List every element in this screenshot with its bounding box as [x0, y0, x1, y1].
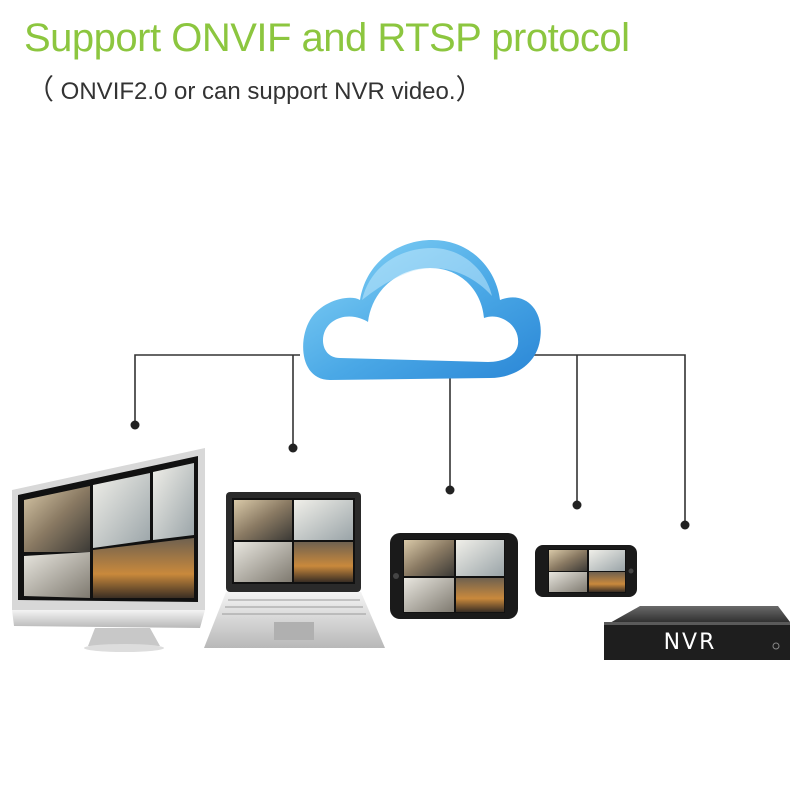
dot-desktop: [130, 420, 140, 430]
dot-nvr: [680, 520, 690, 530]
subtitle-close-paren: ）: [455, 74, 484, 105]
connection-dots: [130, 420, 690, 530]
line-to-phone: [530, 354, 686, 525]
nvr-recorder-icon: NVR: [604, 606, 790, 660]
connection-lines: [134, 354, 686, 525]
page-subtitle: （ ONVIF2.0 or can support NVR video.）: [26, 68, 484, 108]
dot-laptop: [288, 443, 298, 453]
smartphone-icon: [535, 545, 637, 597]
cloud-icon: [303, 240, 541, 380]
nvr-label: NVR: [664, 630, 717, 655]
subtitle-open-paren: （: [26, 74, 55, 105]
dot-tablet: [445, 485, 455, 495]
page-title: Support ONVIF and RTSP protocol: [24, 16, 630, 60]
nvr-power-icon: [772, 642, 780, 650]
subtitle-text: ONVIF2.0 or can support NVR video.: [54, 78, 456, 105]
tablet-icon: [390, 533, 518, 619]
line-to-desktop: [134, 354, 300, 425]
dot-phone: [572, 500, 582, 510]
desktop-monitor-icon: [12, 448, 205, 652]
laptop-icon: [204, 492, 385, 648]
